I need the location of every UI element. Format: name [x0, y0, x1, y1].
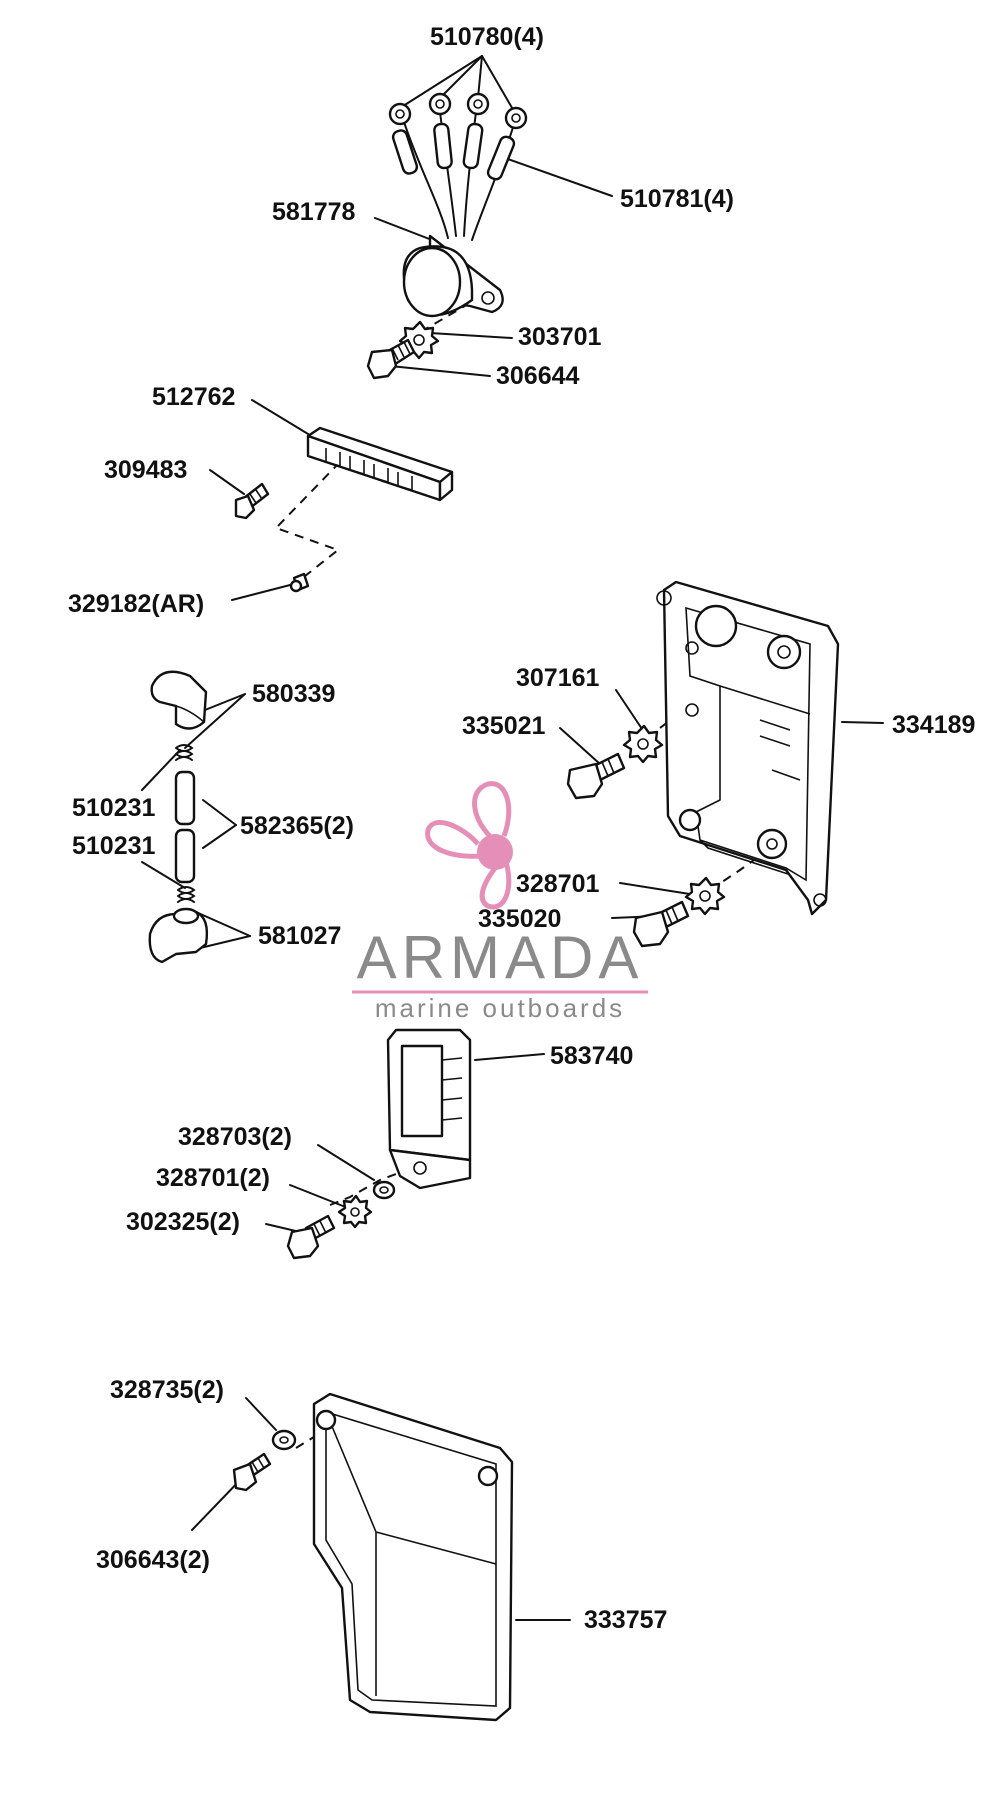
part-label: 333757 — [584, 1606, 667, 1634]
flat-washer-328735 — [271, 1429, 297, 1451]
part-label: 512762 — [152, 383, 235, 411]
part-label: 581778 — [272, 198, 356, 226]
spring-510231-lower — [177, 886, 196, 903]
screw-309483 — [234, 482, 270, 520]
propeller-logo — [425, 781, 513, 910]
part-label: 328703(2) — [178, 1123, 292, 1151]
propeller-blade — [472, 781, 512, 844]
pack-583740 — [386, 1028, 472, 1190]
leader-lines — [141, 55, 884, 1621]
part-label: 328701 — [516, 870, 600, 898]
tube-582365-upper — [174, 770, 196, 826]
bolt-335020 — [632, 900, 690, 948]
cover-333757 — [312, 1392, 514, 1722]
screw-329182 — [289, 572, 310, 593]
bolt-306644 — [366, 338, 416, 380]
star-washer-328701-2 — [337, 1194, 373, 1229]
part-label: 306643(2) — [96, 1546, 210, 1574]
part-label: 580339 — [252, 680, 335, 708]
part-label: 510781(4) — [620, 185, 734, 213]
part-label: 335020 — [478, 905, 561, 933]
boot-580339 — [150, 670, 208, 730]
armada-watermark: ARMADA marine outboards — [352, 781, 648, 1023]
spring-510231-upper — [175, 744, 194, 761]
propeller-blade — [479, 860, 512, 910]
part-labels: 510780(4) 510781(4) 581778 303701 306644… — [68, 23, 975, 1634]
watermark-name: ARMADA — [357, 924, 644, 991]
tube-582365-lower — [174, 828, 196, 884]
propeller-hub — [477, 834, 513, 870]
part-label: 329182(AR) — [68, 590, 204, 618]
ring-terminal-510780 — [388, 92, 528, 130]
part-label: 334189 — [892, 711, 975, 739]
ignition-coil-581778 — [388, 92, 528, 318]
part-label: 581027 — [258, 922, 341, 950]
flat-washer-328703 — [372, 1180, 396, 1200]
watermark-tagline: marine outboards — [375, 993, 625, 1023]
boot-581027 — [148, 907, 209, 964]
part-label: 303701 — [518, 323, 602, 351]
part-label: 309483 — [104, 456, 187, 484]
part-label: 510231 — [72, 794, 156, 822]
propeller-blade — [425, 820, 483, 859]
bolt-302325 — [286, 1214, 336, 1260]
part-label: 302325(2) — [126, 1208, 240, 1236]
part-label: 582365(2) — [240, 812, 354, 840]
terminal-block-512762 — [306, 426, 454, 502]
part-label: 335021 — [462, 712, 546, 740]
bolt-335021 — [566, 752, 626, 800]
screw-306643 — [232, 1452, 272, 1492]
star-washer-328701 — [684, 876, 726, 916]
star-washer-307161 — [622, 724, 664, 764]
part-label: 328735(2) — [110, 1376, 224, 1404]
part-label: 307161 — [516, 664, 600, 692]
bracket-334189 — [656, 580, 840, 916]
part-label: 306644 — [496, 362, 580, 390]
part-label: 583740 — [550, 1042, 633, 1070]
part-label: 510231 — [72, 832, 156, 860]
part-label: 328701(2) — [156, 1164, 270, 1192]
part-label: 510780(4) — [430, 23, 544, 51]
